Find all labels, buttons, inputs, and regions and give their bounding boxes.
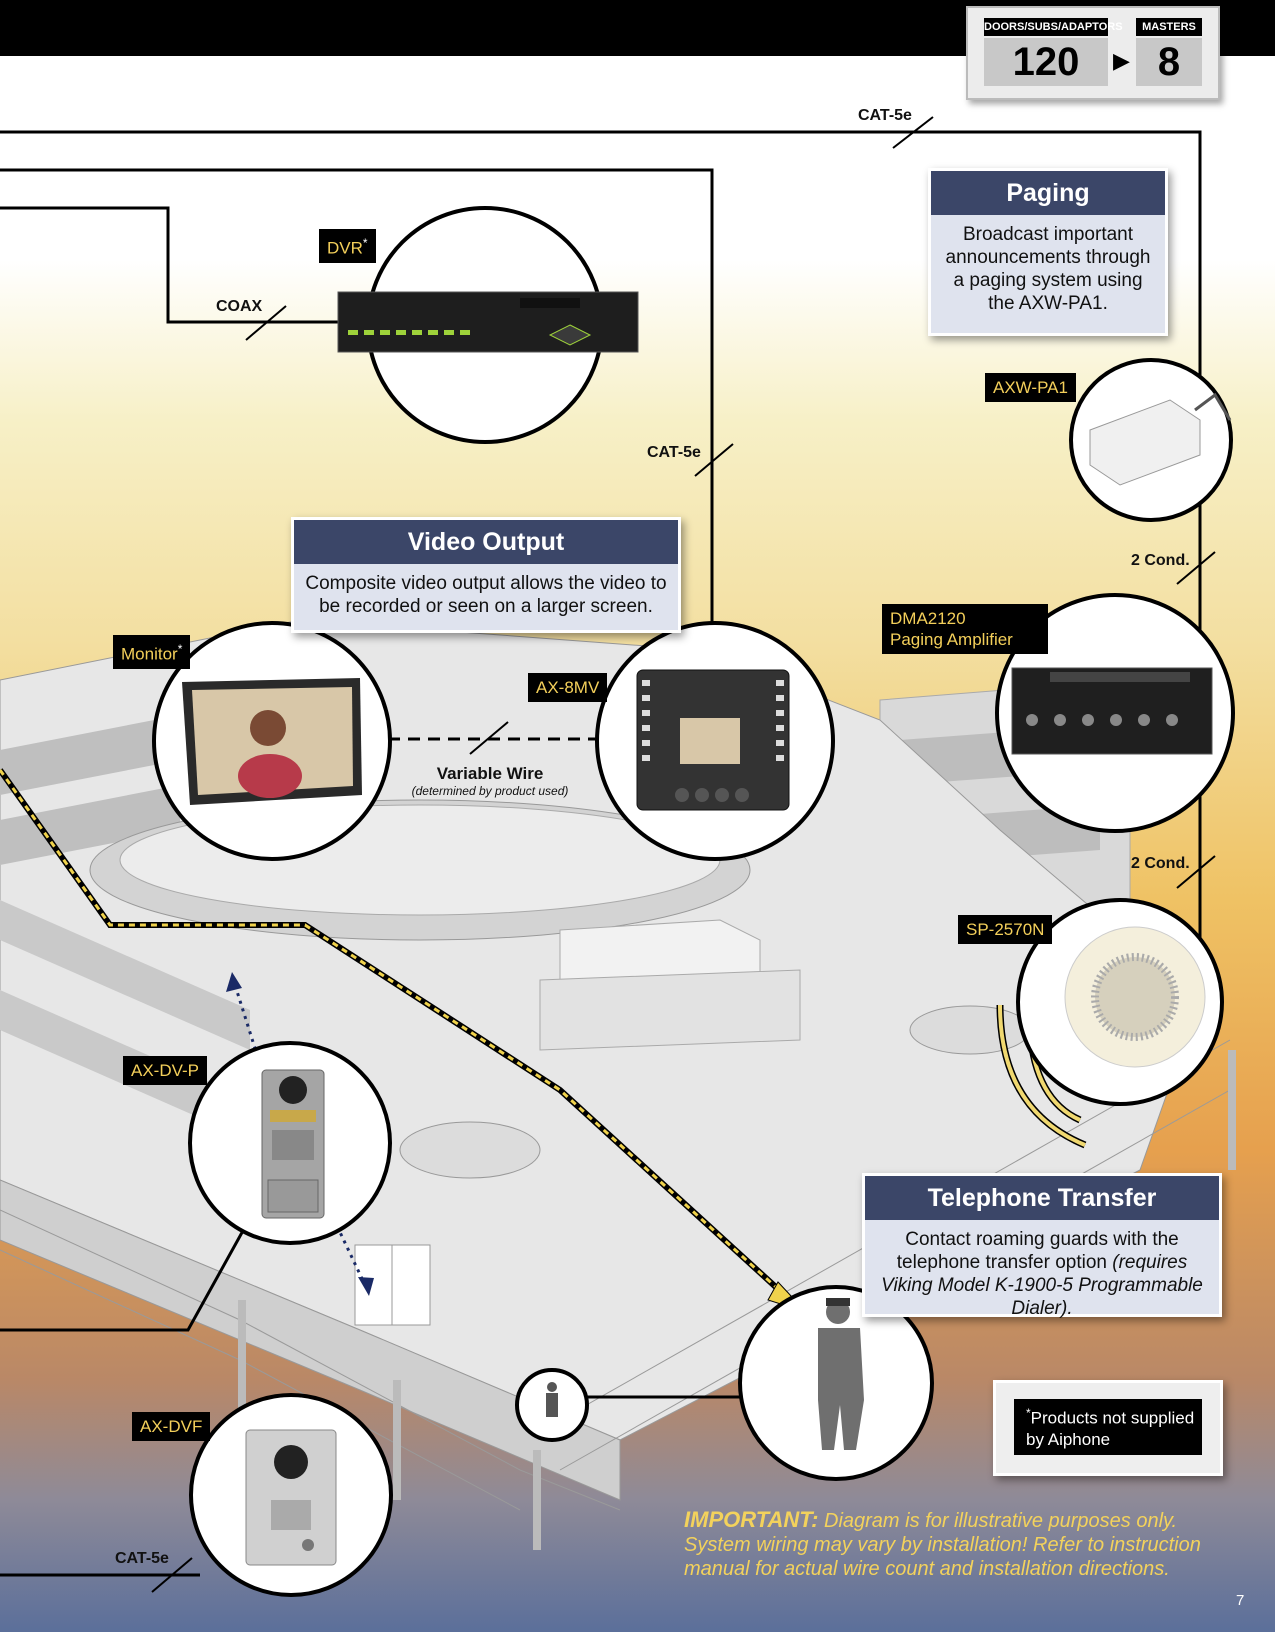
important-notice: IMPORTANT: Diagram is for illustrative p… bbox=[684, 1507, 1201, 1581]
telephone-transfer-callout: Telephone Transfer Contact roaming guard… bbox=[862, 1173, 1222, 1319]
wire-label-cat5e-top: CAT-5e bbox=[858, 107, 912, 124]
tag-axdvp: AX-DV-P bbox=[123, 1056, 208, 1085]
axdvf-device-icon bbox=[245, 1429, 337, 1566]
telephone-transfer-body: Contact roaming guards with the telephon… bbox=[881, 1229, 1203, 1319]
masters-count: 8 bbox=[1136, 38, 1202, 86]
variable-wire-note: (determined by product used) bbox=[411, 784, 569, 798]
sp2570n-device-icon bbox=[1064, 926, 1206, 1068]
small-guard-icon bbox=[546, 1382, 558, 1417]
variable-wire-title: Variable Wire bbox=[436, 764, 544, 783]
system-capacity-counter: DOORS/SUBS/ADAPTORS 120 ▶ MASTERS 8 bbox=[966, 6, 1220, 100]
footnote-box: *Products not supplied by Aiphone bbox=[993, 1380, 1223, 1476]
page-number: 7 bbox=[1236, 1592, 1245, 1609]
video-output-title: Video Output bbox=[294, 520, 678, 564]
tag-sp2570n: SP-2570N bbox=[958, 915, 1053, 944]
wire-label-2cond-b: 2 Cond. bbox=[1131, 855, 1190, 872]
wire-label-coax: COAX bbox=[216, 298, 263, 315]
dma2120-device-icon bbox=[1011, 667, 1213, 755]
wire-label-cat5e-bottom: CAT-5e bbox=[115, 1550, 169, 1567]
doors-count: 120 bbox=[984, 38, 1108, 86]
wire-label-2cond-a: 2 Cond. bbox=[1131, 552, 1190, 569]
video-output-callout: Video Output Composite video output allo… bbox=[291, 517, 681, 633]
tag-axw-pa1: AXW-PA1 bbox=[985, 373, 1076, 402]
variable-wire-label: Variable Wire (determined by product use… bbox=[400, 764, 580, 798]
paging-body: Broadcast important announcements throug… bbox=[945, 224, 1151, 314]
axw-pa1-device-icon bbox=[1089, 392, 1232, 486]
tag-monitor: Monitor* bbox=[113, 635, 191, 669]
paging-title: Paging bbox=[931, 171, 1165, 215]
doors-label: DOORS/SUBS/ADAPTORS bbox=[984, 18, 1123, 36]
tag-axdvf: AX-DVF bbox=[132, 1412, 211, 1441]
telephone-transfer-title: Telephone Transfer bbox=[865, 1176, 1219, 1220]
masters-label: MASTERS bbox=[1136, 18, 1202, 36]
footnote-text: *Products not supplied by Aiphone bbox=[1014, 1399, 1202, 1455]
tag-ax8mv: AX-8MV bbox=[528, 673, 608, 702]
wire-label-cat5e-mid: CAT-5e bbox=[647, 444, 701, 461]
ax8mv-device-icon bbox=[636, 669, 790, 811]
video-output-body: Composite video output allows the video … bbox=[305, 573, 667, 617]
guard-icon bbox=[818, 1298, 864, 1450]
arrow-icon: ▶ bbox=[1113, 48, 1130, 73]
dvr-device-icon bbox=[337, 291, 639, 353]
axdvp-device-icon bbox=[261, 1069, 325, 1219]
monitor-device-icon bbox=[182, 678, 362, 805]
paging-callout: Paging Broadcast important announcements… bbox=[928, 168, 1168, 336]
tag-dvr: DVR* bbox=[319, 229, 376, 263]
